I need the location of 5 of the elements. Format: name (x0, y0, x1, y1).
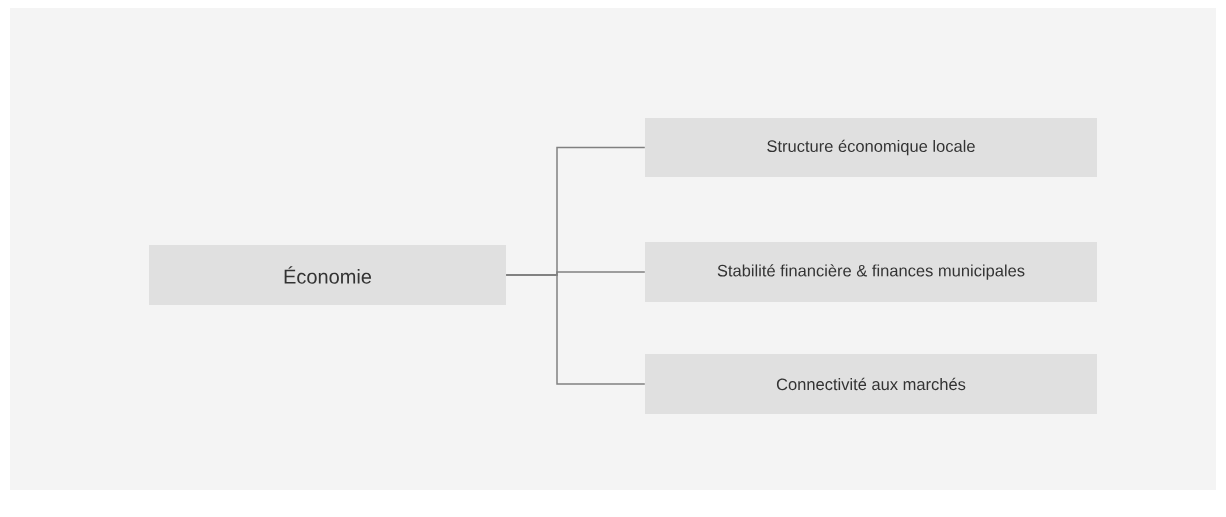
text-box: Connectivité aux marchés (645, 354, 1097, 414)
text-box: Économie (149, 245, 506, 305)
text-box: Stabilité financière & finances municipales (645, 242, 1097, 302)
text-box: Structure économique locale (645, 118, 1097, 177)
connector-line (505, 274, 646, 385)
